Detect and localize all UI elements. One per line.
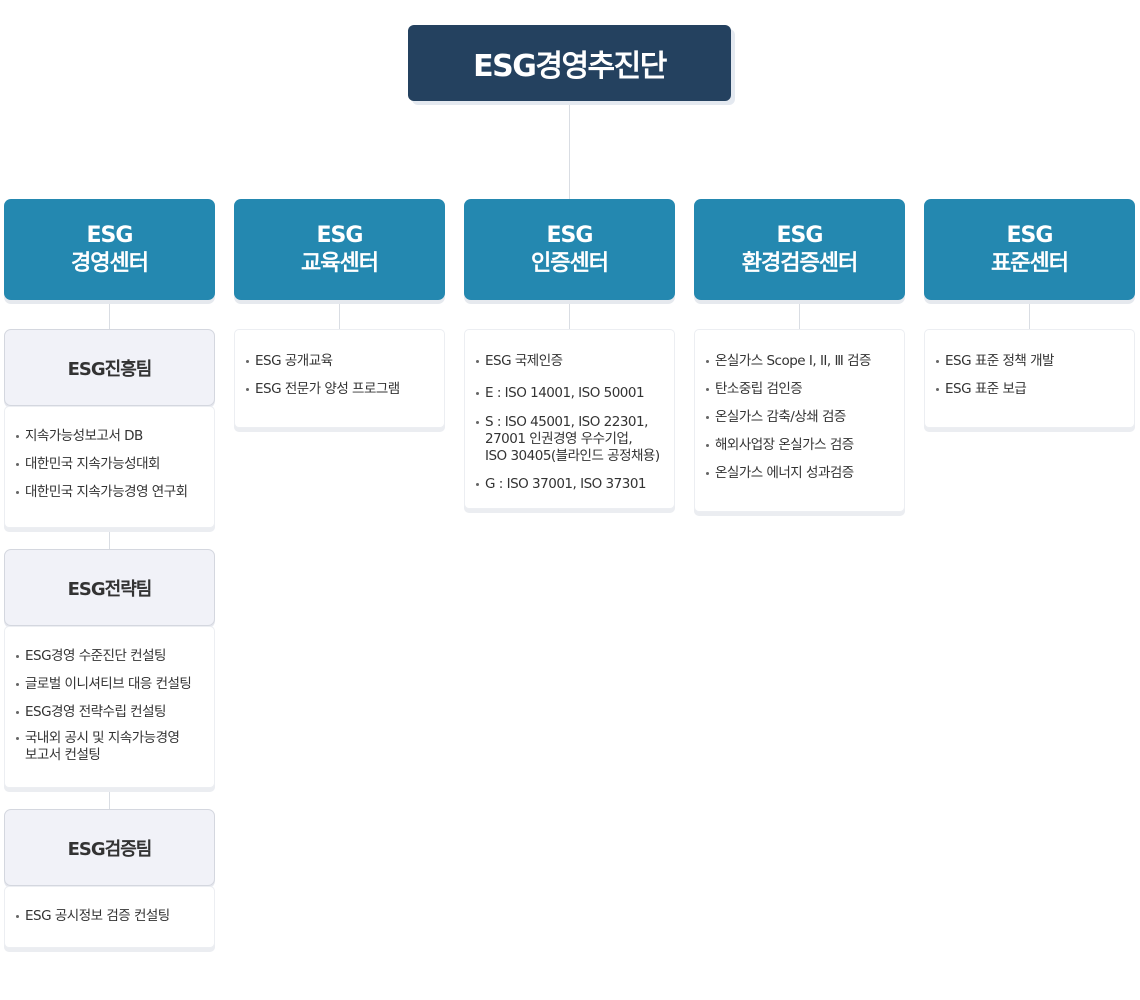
connector-root-line: [569, 101, 570, 199]
list-item: 해외사업장 온실가스 검증: [706, 437, 904, 454]
item-line: 27001 인권경영 우수기업,: [485, 431, 633, 447]
team-strategy-card: ESG경영 수준진단 컨설팅 글로벌 이니셔티브 대응 컨설팅 ESG경영 전략…: [4, 626, 215, 788]
list-item: ESG 표준 보급: [936, 381, 1134, 398]
center-standard: ESG 표준센터: [924, 199, 1135, 300]
center-line2: 표준센터: [991, 250, 1069, 276]
list-item: ESG경영 전략수립 컨설팅: [16, 704, 214, 721]
list-item: 대한민국 지속가능성대회: [16, 456, 214, 473]
list-item: 온실가스 감축/상쇄 검증: [706, 409, 904, 426]
center-line1: ESG: [316, 222, 364, 248]
team-name: ESG진흥팀: [67, 358, 153, 380]
center-line2: 환경검증센터: [741, 250, 858, 276]
environment-card: 온실가스 Scope Ⅰ, ⅠⅠ, Ⅲ 검증 탄소중립 검인증 온실가스 감축/…: [694, 329, 905, 512]
center-certification: ESG 인증센터: [464, 199, 675, 300]
item-list: 지속가능성보고서 DB 대한민국 지속가능성대회 대한민국 지속가능경영 연구회: [16, 428, 214, 501]
standard-card: ESG 표준 정책 개발 ESG 표준 보급: [924, 329, 1135, 428]
list-item: G : ISO 37001, ISO 37301: [476, 476, 674, 493]
item-list: ESG 공시정보 검증 컨설팅: [16, 908, 214, 925]
connector-team-1-2: [109, 528, 110, 550]
list-item: S : ISO 45001, ISO 22301, 27001 인권경영 우수기…: [476, 414, 674, 465]
list-item: ESG 공개교육: [246, 353, 444, 370]
center-education: ESG 교육센터: [234, 199, 445, 300]
list-item: ESG 표준 정책 개발: [936, 353, 1134, 370]
center-line2: 인증센터: [531, 250, 609, 276]
team-promotion-card: 지속가능성보고서 DB 대한민국 지속가능성대회 대한민국 지속가능경영 연구회: [4, 406, 215, 528]
list-item: E : ISO 14001, ISO 50001: [476, 385, 674, 402]
item-list: ESG 공개교육 ESG 전문가 양성 프로그램: [246, 353, 444, 398]
item-line: ISO 30405(블라인드 공정채용): [485, 448, 660, 464]
connector-center-3: [569, 300, 570, 330]
center-line1: ESG: [86, 222, 134, 248]
center-management: ESG 경영센터: [4, 199, 215, 300]
root-node: ESG경영추진단: [408, 25, 731, 101]
center-line2: 경영센터: [71, 250, 149, 276]
certification-card: ESG 국제인증 E : ISO 14001, ISO 50001 S : IS…: [464, 329, 675, 509]
list-item: ESG경영 수준진단 컨설팅: [16, 648, 214, 665]
team-verification-card: ESG 공시정보 검증 컨설팅: [4, 886, 215, 948]
list-item: 대한민국 지속가능경영 연구회: [16, 484, 214, 501]
center-line1: ESG: [776, 222, 824, 248]
team-name: ESG검증팀: [67, 838, 153, 860]
item-list: 온실가스 Scope Ⅰ, ⅠⅠ, Ⅲ 검증 탄소중립 검인증 온실가스 감축/…: [706, 353, 904, 482]
center-line2: 교육센터: [301, 250, 379, 276]
connector-center-5: [1029, 300, 1030, 330]
item-line: 국내외 공시 및 지속가능경영: [25, 730, 180, 746]
team-promotion: ESG진흥팀: [4, 329, 215, 406]
list-item: ESG 전문가 양성 프로그램: [246, 381, 444, 398]
list-item: 온실가스 Scope Ⅰ, ⅠⅠ, Ⅲ 검증: [706, 353, 904, 370]
list-item: 글로벌 이니셔티브 대응 컨설팅: [16, 676, 214, 693]
connector-center-4: [799, 300, 800, 330]
team-verification: ESG검증팀: [4, 809, 215, 886]
team-strategy: ESG전략팀: [4, 549, 215, 626]
item-line: 보고서 컨설팅: [25, 747, 101, 763]
team-name: ESG전략팀: [67, 578, 153, 600]
list-item: ESG 공시정보 검증 컨설팅: [16, 908, 214, 925]
item-list: ESG 국제인증 E : ISO 14001, ISO 50001 S : IS…: [476, 353, 674, 493]
education-card: ESG 공개교육 ESG 전문가 양성 프로그램: [234, 329, 445, 428]
list-item: ESG 국제인증: [476, 353, 674, 370]
connector-center-2: [339, 300, 340, 330]
item-list: ESG 표준 정책 개발 ESG 표준 보급: [936, 353, 1134, 398]
center-line1: ESG: [546, 222, 594, 248]
list-item: 온실가스 에너지 성과검증: [706, 465, 904, 482]
connector-team-2-3: [109, 788, 110, 810]
list-item: 국내외 공시 및 지속가능경영 보고서 컨설팅: [16, 730, 214, 764]
list-item: 탄소중립 검인증: [706, 381, 904, 398]
center-environment: ESG 환경검증센터: [694, 199, 905, 300]
connector-center-1: [109, 300, 110, 330]
item-line: S : ISO 45001, ISO 22301,: [485, 414, 648, 430]
item-list: ESG경영 수준진단 컨설팅 글로벌 이니셔티브 대응 컨설팅 ESG경영 전략…: [16, 648, 214, 764]
list-item: 지속가능성보고서 DB: [16, 428, 214, 445]
center-line1: ESG: [1006, 222, 1054, 248]
root-title: ESG경영추진단: [473, 49, 667, 84]
